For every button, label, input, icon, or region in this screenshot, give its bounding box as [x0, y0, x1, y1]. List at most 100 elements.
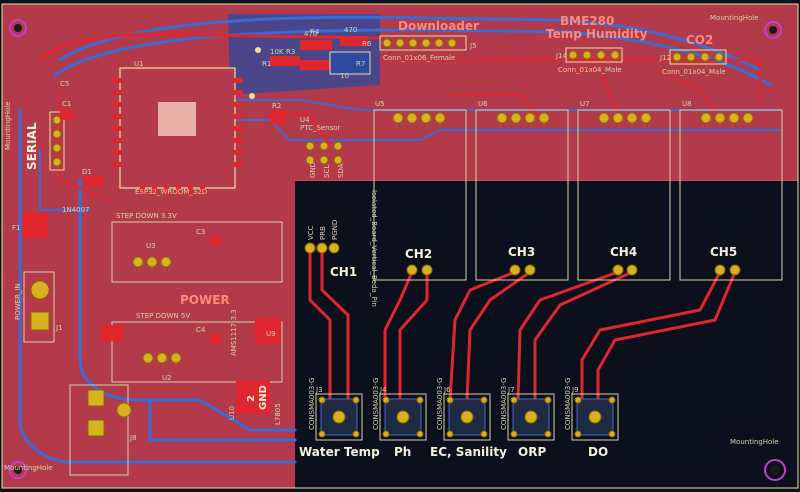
u9-label: U9 [266, 330, 276, 338]
mounting-hole-label-br: MountingHole [730, 438, 779, 446]
power-title: POWER [180, 293, 230, 307]
bme280-title: BME280 [560, 14, 614, 28]
u3-label: U3 [146, 242, 156, 250]
j3-label: J3 [315, 386, 323, 394]
red-traces-top [38, 32, 761, 201]
sensor-label: PTC_Sensor [300, 124, 341, 132]
power-in-connector [23, 271, 55, 343]
u7-label: U7 [580, 100, 590, 108]
r-470a-label: 470 [344, 26, 357, 34]
u6-label: U6 [478, 100, 488, 108]
water-temp-label: Water Temp [299, 445, 380, 459]
j5-label: J5 [469, 42, 477, 50]
r3-label: R3 [286, 48, 295, 56]
ch3-label: CH3 [508, 245, 535, 259]
c4-label: C4 [196, 326, 206, 334]
do-label: DO [588, 445, 608, 459]
r1-label: R1 [262, 60, 271, 68]
j14-label: J14 [555, 52, 568, 60]
pin-gnd-label: GND [309, 162, 317, 178]
ch5-header [714, 264, 741, 276]
ams1117-label: AMS1117-3.3 [230, 309, 238, 356]
pin-vcc-label: VCC [307, 225, 315, 240]
bnc-3-label: CONSMA003-G [436, 378, 444, 430]
conn-01x06-label: Conn_01x06_Female [383, 54, 455, 62]
r4-label: R4 [310, 28, 320, 36]
l7805-label: L7805 [274, 403, 282, 425]
bnc-water-temp [315, 393, 363, 441]
step-down-33-label: STEP DOWN 3.3V [116, 212, 177, 220]
pour-edge [295, 180, 798, 181]
sensor-header [305, 141, 343, 165]
j9-label: J9 [571, 386, 579, 394]
ch3-header [509, 264, 536, 276]
ch5-label: CH5 [710, 245, 737, 259]
j8-label: J8 [129, 434, 137, 442]
passives-left [22, 110, 222, 344]
mounting-hole-label-bl: MountingHole [4, 464, 53, 472]
r6-label: R6 [362, 40, 372, 48]
board-pin-headers [392, 112, 754, 124]
bnc-2-label: CONSMA003-G [372, 378, 380, 430]
c3-label: C3 [196, 228, 205, 236]
ch4-label: CH4 [610, 245, 637, 259]
bnc-4-label: CONSMA003-G [500, 378, 508, 430]
blue-traces [18, 15, 781, 464]
conn-01x04-a-label: Conn_01x04_Male [558, 66, 622, 74]
ph-label: Ph [394, 445, 411, 459]
r7-label: R7 [356, 60, 365, 68]
u2-label: U2 [162, 374, 172, 382]
r-10-label: 10 [340, 72, 349, 80]
serial-title: SERIAL [25, 122, 39, 170]
u4-label: U4 [300, 116, 310, 124]
pin-sda-label: SDA [337, 163, 345, 178]
power-in-label: POWER_IN [14, 283, 22, 320]
r-10k-label: 10K [270, 48, 284, 56]
d1-label: D1 [82, 168, 92, 176]
pin-pgnd-label: PGND [331, 220, 339, 240]
co2-title: CO2 [686, 33, 713, 47]
conn-01x04-b-label: Conn_01x04_Male [662, 68, 726, 76]
ec-sanility-label: EC, Sanility [430, 445, 507, 459]
board-edge [1, 3, 799, 489]
f1-label: F1 [12, 224, 20, 232]
j4-label: J4 [379, 386, 387, 394]
pin-scl-label: SCL [323, 165, 331, 178]
gnd-box-num: 2 [246, 395, 257, 402]
u5-label: U5 [375, 100, 385, 108]
j12-label: J12 [659, 54, 671, 62]
r2-label: R2 [272, 102, 281, 110]
temp-humidity-title: Temp Humidity [546, 27, 648, 41]
pin-prb-label: PRB [319, 226, 327, 240]
u1-label: U1 [134, 60, 144, 68]
switch-j8 [69, 384, 132, 476]
u10-label: U10 [228, 406, 236, 420]
bnc-orp [507, 393, 555, 441]
bnc-ph [379, 393, 427, 441]
j6-label: J6 [443, 386, 451, 394]
power-regulators [100, 221, 283, 414]
downloader-header [379, 35, 467, 51]
bnc-ec [443, 393, 491, 441]
c1-label: C1 [62, 100, 71, 108]
isolated-board-label: Isolated_Board_Vertical_Beda_Pin [370, 190, 378, 307]
esp32-module [112, 67, 243, 195]
bnc-1-label: CONSMA003-G [308, 378, 316, 430]
isolated-boards [373, 109, 783, 281]
co2-header [669, 49, 727, 65]
mounting-hole-label-tr: MountingHole [710, 14, 759, 22]
ch2-label: CH2 [405, 247, 432, 261]
j1-label: J1 [55, 324, 63, 332]
u8-label: U8 [682, 100, 692, 108]
gnd-box-label: GND [258, 385, 269, 410]
orp-label: ORP [518, 445, 546, 459]
downloader-title: Downloader [398, 19, 479, 33]
ch1-label: CH1 [330, 265, 357, 279]
ch4-header [612, 264, 638, 276]
c5-label: C5 [60, 80, 69, 88]
red-traces-channels [308, 250, 737, 402]
bnc-do [571, 393, 619, 441]
j7-label: J7 [507, 386, 515, 394]
